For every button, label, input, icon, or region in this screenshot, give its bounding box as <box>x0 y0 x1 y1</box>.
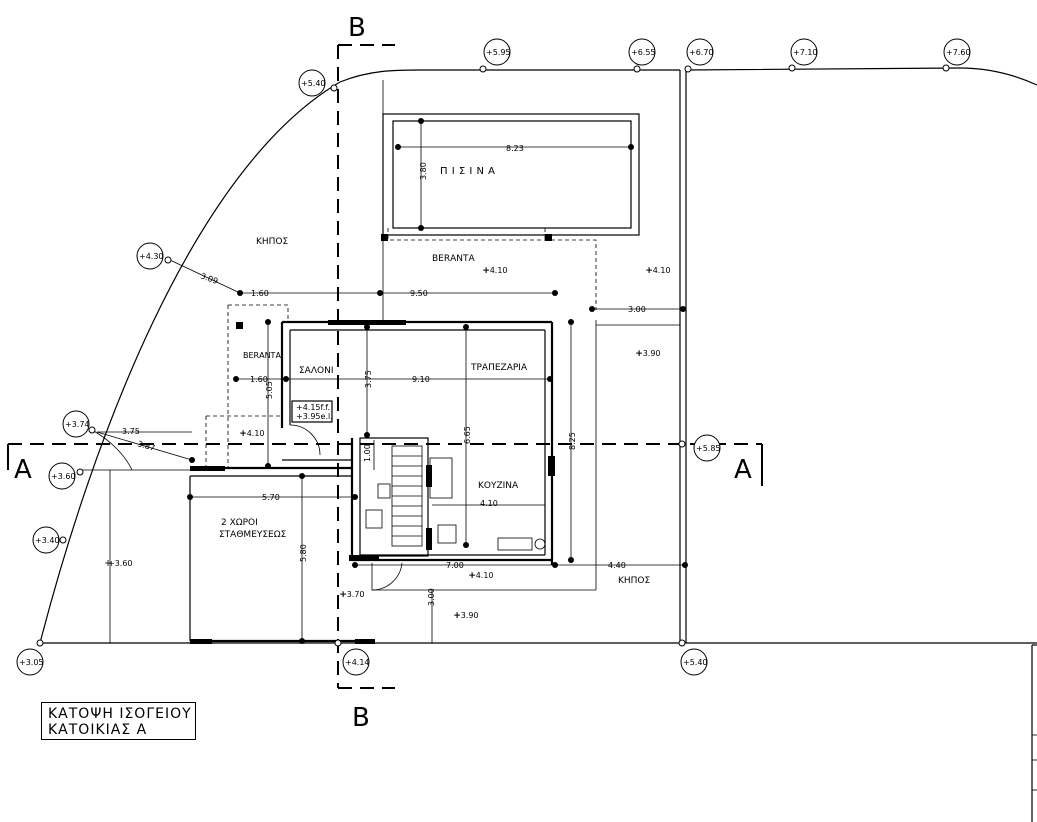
room-label-garden: ΚΗΠΟΣ <box>256 237 289 247</box>
level-circle <box>628 38 656 66</box>
level-circle <box>62 410 90 438</box>
level-circle <box>48 462 76 490</box>
dim-300v: 3.00 <box>427 588 436 606</box>
dim-410-kitchen: 4.10 <box>480 499 498 508</box>
spot-level: +3.70 <box>340 590 365 599</box>
floor-level-box <box>291 400 333 423</box>
circle-level-text: +7.60 <box>946 48 971 57</box>
dim-375h: 3.75 <box>122 427 140 436</box>
circle-level-text: +6.55 <box>631 48 656 57</box>
dim-570: 5.70 <box>262 493 280 502</box>
room-label-veranda: ΒΕRΑΝΤΑ <box>432 254 476 264</box>
room-label-garden-2: ΚΗΠΟΣ <box>618 576 651 586</box>
dim-665: 6.65 <box>463 426 472 444</box>
spot-level: +3.90 <box>454 611 479 620</box>
level-circle <box>943 38 971 66</box>
dim-160a: 1.60 <box>251 289 269 298</box>
dim-387: 3.87 <box>136 439 156 453</box>
circle-level-text: +3.40 <box>35 536 60 545</box>
spot-markers <box>105 267 652 618</box>
circle-level-text: +5.40 <box>301 79 326 88</box>
drawing-title-line1: ΚΑΤΟΨΗ ΙΣΟΓΕΙΟΥ <box>48 706 192 722</box>
spot-level: +4.10 <box>240 429 265 438</box>
dim-pool-length: 8.23 <box>506 144 524 153</box>
dim-pool-width: 3.80 <box>419 162 428 180</box>
floor-level-line2: +3.95e.l. <box>296 412 333 421</box>
spot-level: +3.60 <box>108 559 133 568</box>
dim-375v: 3.75 <box>364 370 373 388</box>
dim-309: 3.09 <box>199 271 219 286</box>
circle-level-text: +6.70 <box>689 48 714 57</box>
room-label-parking-2: ΣΤΑΘΜΕΥΣΕΩΣ <box>219 530 287 540</box>
stairs <box>359 437 546 557</box>
dim-440: 4.40 <box>608 561 626 570</box>
section-b-top: B <box>348 13 366 43</box>
level-circle <box>16 648 44 676</box>
dim-700: 7.00 <box>446 561 464 570</box>
room-label-dining: ΤΡΑΠΕΖΑΡΙΑ <box>470 363 528 373</box>
dim-580: 5.80 <box>299 544 308 562</box>
section-lines <box>7 44 763 689</box>
circle-levels <box>16 38 971 676</box>
section-a-left: A <box>14 455 32 485</box>
level-circle <box>693 434 721 462</box>
circle-level-text: +4.30 <box>139 252 164 261</box>
circle-level-text: +4.14 <box>345 658 370 667</box>
section-b-bottom: B <box>352 703 370 733</box>
circle-level-text: +5.85 <box>696 444 721 453</box>
dim-160b: 1.60 <box>250 375 268 384</box>
room-label-kitchen: ΚΟΥΖΙΝΑ <box>478 481 519 491</box>
room-label-parking-1: 2 ΧΩΡΟΙ <box>221 518 258 528</box>
veranda-outline <box>382 80 680 590</box>
dim-505: 5.05 <box>265 381 274 399</box>
room-label-pool: Π Ι Σ Ι Ν Α <box>440 166 495 177</box>
house-walls <box>189 320 555 644</box>
spot-level: +4.10 <box>469 571 494 580</box>
level-circle <box>32 526 60 554</box>
pool <box>381 113 640 241</box>
circle-level-text: +3.74 <box>65 420 90 429</box>
circle-level-text: +5.40 <box>683 658 708 667</box>
circle-level-text: +7.10 <box>793 48 818 57</box>
floor-level-line1: +4.15f.f. <box>296 403 330 412</box>
circle-level-text: +3.05 <box>19 658 44 667</box>
dim-950: 9.50 <box>410 289 428 298</box>
level-circle <box>680 648 708 676</box>
doors <box>289 424 596 591</box>
drawing-title-box: ΚΑΤΟΨΗ ΙΣΟΓΕΙΟΥ ΚΑΤΟΙΚΙΑΣ Α <box>41 702 196 740</box>
level-circle <box>136 242 164 270</box>
title-block-edge <box>1031 644 1037 822</box>
section-a-right: A <box>734 455 752 485</box>
dimension-lines <box>96 259 688 644</box>
dim-100: 1.00 <box>363 444 372 462</box>
level-circle <box>342 648 370 676</box>
dim-300: 3.00 <box>628 305 646 314</box>
small-veranda <box>205 304 289 468</box>
level-circle <box>298 69 326 97</box>
level-circle <box>790 38 818 66</box>
level-circle <box>686 38 714 66</box>
spot-level: +3.90 <box>636 349 661 358</box>
room-label-living: ΣΑΛΟΝΙ <box>299 366 333 376</box>
circle-level-text: +3.60 <box>51 472 76 481</box>
spot-level: +4.10 <box>483 266 508 275</box>
dim-825: 8.25 <box>568 432 577 450</box>
dim-910: 9.10 <box>412 375 430 384</box>
spot-level: +4.10 <box>646 266 671 275</box>
room-label-veranda-small: ΒΕRΑΝΤΑ <box>243 351 281 360</box>
drawing-title-line2: ΚΑΤΟΙΚΙΑΣ Α <box>48 722 148 738</box>
circle-level-text: +5.95 <box>486 48 511 57</box>
level-circle <box>483 38 511 66</box>
